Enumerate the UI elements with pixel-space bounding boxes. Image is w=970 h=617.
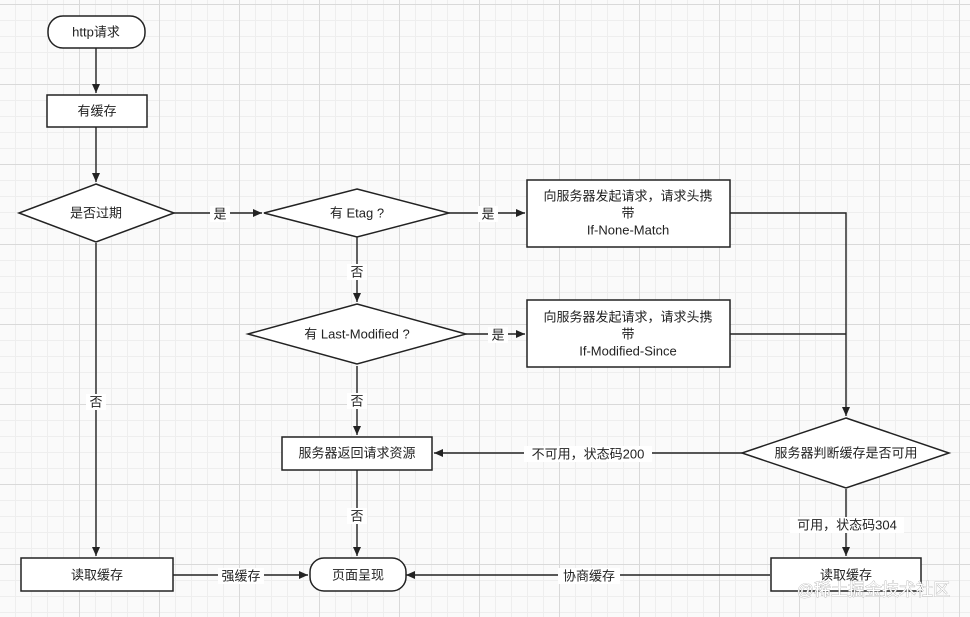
edge-label-available-304: 可用，状态码304: [797, 518, 897, 533]
etag-request-line2: 带: [621, 206, 634, 221]
start-terminator: [47, 15, 146, 49]
expired-label: 是否过期: [70, 206, 122, 221]
read-cache-left-label: 读取缓存: [71, 568, 123, 583]
lm-request-line2: 带: [621, 327, 634, 342]
server-judge-decision: [739, 417, 952, 489]
etag-request-line1: 向服务器发起请求，请求头携: [543, 189, 712, 204]
edge-label-negotiated-cache: 协商缓存: [563, 569, 615, 584]
server-return-box: [281, 436, 433, 471]
has-cache-label: 有缓存: [77, 104, 116, 119]
lm-request-line3: If-Modified-Since: [579, 344, 677, 359]
last-modified-decision: [245, 303, 469, 365]
lm-request-line1: 向服务器发起请求，请求头携: [543, 310, 712, 325]
edge-label-expired-yes: 是: [213, 207, 226, 222]
expired-decision: [16, 183, 177, 243]
edge-label-return-no: 否: [350, 509, 363, 524]
edge-label-lm-yes: 是: [491, 328, 504, 343]
page-render-terminator: [309, 557, 407, 592]
page-render-label: 页面呈现: [332, 568, 384, 583]
server-judge-label: 服务器判断缓存是否可用: [774, 446, 917, 461]
etag-request-line3: If-None-Match: [587, 223, 669, 238]
etag-decision: [263, 188, 452, 238]
read-cache-right-box: [770, 557, 922, 592]
start-label: http请求: [72, 25, 120, 40]
edge-etag-request-to-judge: [730, 212, 850, 416]
edge-label-expired-no: 否: [89, 395, 102, 410]
edge-label-lm-no: 否: [350, 394, 363, 409]
edge-label-etag-no: 否: [350, 265, 363, 280]
edge-label-etag-yes: 是: [481, 207, 494, 222]
has-last-modified-label: 有 Last-Modified ?: [304, 327, 410, 342]
watermark: @稀土掘金技术社区: [797, 581, 950, 600]
has-etag-label: 有 Etag ?: [330, 206, 384, 221]
server-return-label: 服务器返回请求资源: [298, 446, 415, 461]
edge-label-unavailable-200: 不可用，状态码200: [532, 447, 645, 462]
read-cache-left-box: [20, 557, 174, 592]
last-modified-request-box: [526, 299, 731, 368]
has-cache-box: [46, 94, 148, 128]
read-cache-right-label: 读取缓存: [820, 568, 872, 583]
etag-request-box: [526, 179, 731, 248]
edge-label-strong-cache: 强缓存: [221, 569, 260, 584]
